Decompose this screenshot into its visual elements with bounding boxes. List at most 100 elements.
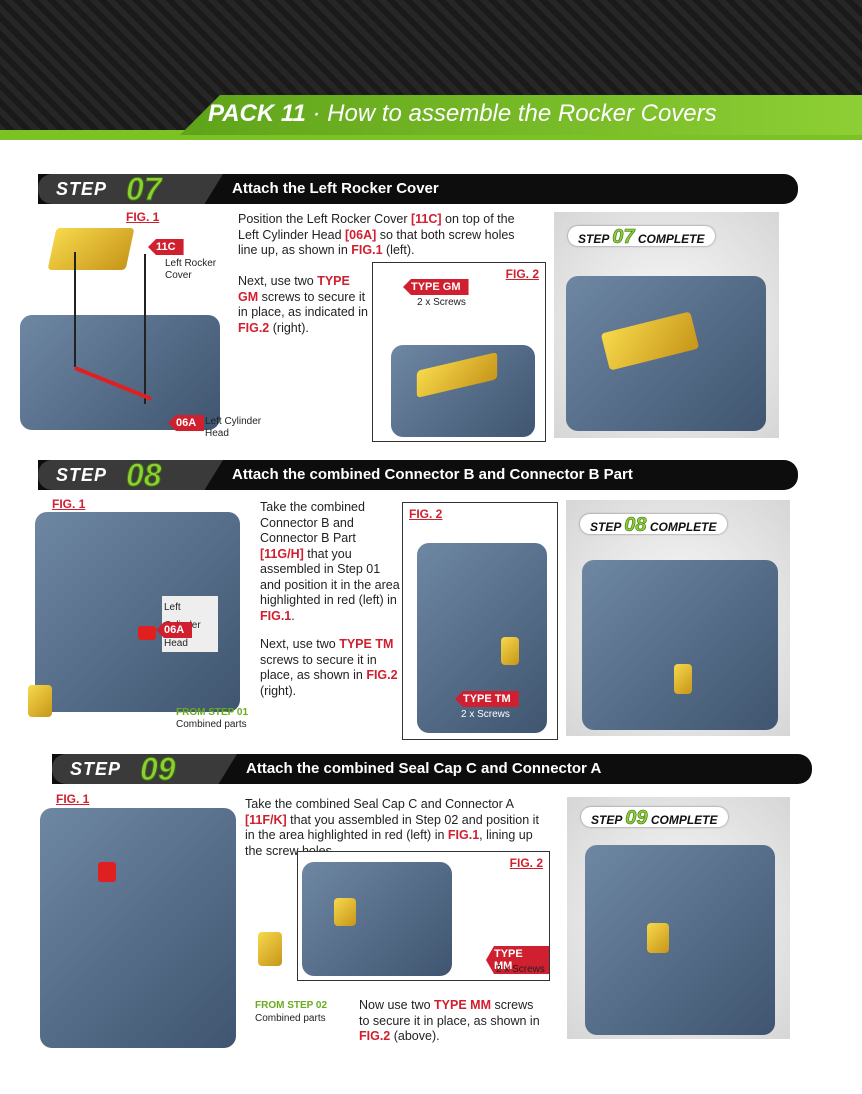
step-08-instructions-2: Next, use two TYPE TM screws to secure i… (260, 637, 400, 699)
text: Now use two (359, 998, 435, 1012)
screw-count: 2 x Screws (461, 709, 510, 720)
guide-line (74, 252, 76, 367)
text: Take the combined Connector B and Connec… (260, 500, 365, 545)
text: Next, use two (260, 637, 340, 651)
ref: FIG.2 (359, 1029, 391, 1043)
text: (above). (390, 1029, 440, 1043)
step-title: Attach the combined Connector B and Conn… (232, 466, 633, 483)
step-number: 07 (126, 171, 163, 208)
fig-2-label: FIG. 2 (509, 856, 543, 870)
step-08-fig2: FIG. 2 TYPE TM 2 x Screws (402, 502, 558, 740)
from-step-text: Combined parts (176, 719, 247, 730)
screw-type-label: TYPE TM (455, 691, 519, 707)
ref: [11G/H] (260, 546, 304, 561)
seal-cap-installed (647, 923, 669, 953)
badge-text: COMPLETE (650, 813, 718, 827)
ref: FIG.1 (260, 608, 292, 623)
step-09-fig2: FIG. 2 TYPE MM 2 x Screws (297, 851, 550, 981)
ref: FIG.2 (238, 320, 270, 335)
step-08-instructions-1: Take the combined Connector B and Connec… (260, 500, 400, 624)
ref: TYPE GM (238, 274, 350, 304)
ref: [11C] (411, 212, 442, 226)
complete-badge: STEP 07 COMPLETE (568, 226, 715, 249)
badge-number: 07 (612, 226, 635, 249)
part-name: Left Rocker Cover (165, 258, 217, 281)
seal-cap-part (258, 932, 282, 966)
badge-word: STEP (591, 813, 622, 827)
step-word: STEP (56, 465, 108, 485)
header-green-band (0, 130, 862, 140)
pack-number: PACK 11 (208, 100, 306, 127)
page-title-text: · How to assemble the Rocker Covers (312, 100, 717, 127)
text: on top of the Left Cylinder Head (238, 212, 515, 242)
step-07-complete-photo: STEP 07 COMPLETE (554, 212, 779, 438)
screw-type-label: TYPE MM (486, 946, 549, 974)
ref: FIG.1 (351, 243, 383, 257)
fig-1-label: FIG. 1 (52, 497, 86, 511)
seal-cap-installed (334, 898, 356, 926)
engine-image (20, 315, 220, 430)
fig-1-label: FIG. 1 (126, 210, 160, 224)
left-rocker-cover-part (47, 228, 135, 270)
step-07-header: STEP 07 Attach the Left Rocker Cover (38, 171, 798, 208)
step-title: Attach the combined Seal Cap C and Conne… (246, 760, 602, 777)
text: that you assembled in Step 01 and positi… (260, 546, 400, 608)
page-title: PACK 11 · How to assemble the Rocker Cov… (208, 100, 717, 128)
step-09-complete-photo: STEP 09 COMPLETE (567, 797, 790, 1039)
connector-b-installed (674, 664, 692, 694)
base-label-06a: 06A (168, 415, 205, 431)
base-label-06a: 06A (156, 622, 193, 638)
step-word: STEP (56, 179, 108, 199)
ref: [11F/K] (245, 812, 287, 827)
complete-badge: STEP 09 COMPLETE (581, 807, 728, 829)
step-plate (38, 174, 223, 204)
step-number: 09 (140, 751, 177, 788)
screw-count: 2 x Screws (496, 964, 545, 975)
screw-count: 2 x Screws (417, 297, 466, 308)
connector-b-installed (501, 637, 519, 665)
text: (right). (260, 683, 297, 698)
ref: FIG.1 (447, 828, 480, 842)
step-09-header: STEP 09 Attach the combined Seal Cap C a… (52, 751, 812, 788)
part-label-11c: 11C (148, 239, 184, 255)
ref: TYPE MM (434, 998, 491, 1012)
text: Take the combined Seal Cap C and Connect… (245, 797, 514, 811)
connector-b-part (28, 685, 52, 717)
text: Next, use two (238, 274, 318, 288)
step-number: 08 (126, 457, 163, 494)
engine-image (585, 845, 775, 1035)
badge-number: 08 (624, 514, 647, 537)
text: screws to secure it in place, as shown i… (359, 998, 540, 1028)
badge-word: STEP (578, 232, 609, 246)
text: (right). (269, 320, 309, 335)
text: so that both screw holes line up, as sho… (238, 227, 515, 258)
from-step-label: FROM STEP 02 (255, 1000, 328, 1011)
step-07-fig1: FIG. 1 11C Left Rocker Cover (20, 210, 220, 440)
step-08-complete-photo: STEP 08 COMPLETE (566, 500, 790, 736)
screw-type-label: TYPE GM (403, 279, 469, 295)
step-title: Attach the Left Rocker Cover (232, 180, 439, 197)
step-09-instructions-2: Now use two TYPE MM screws to secure it … (359, 998, 547, 1045)
step-word: STEP (70, 759, 122, 779)
engine-image (582, 560, 778, 730)
from-step-label: FROM STEP 01 (176, 707, 249, 718)
text: (left). (382, 243, 415, 257)
badge-word: STEP (590, 520, 621, 534)
fig-2-label: FIG. 2 (409, 507, 443, 521)
ref: FIG.2 (366, 668, 398, 682)
highlight-mark (98, 862, 116, 882)
header-title-banner (180, 95, 862, 135)
text: that you assembled in Step 02 and positi… (245, 812, 539, 843)
step-07-instructions-2: Next, use two TYPE GM screws to secure i… (238, 274, 368, 336)
text: screws to secure it in place, as indicat… (238, 289, 368, 320)
from-step-text: Combined parts (255, 1013, 326, 1024)
engine-image (40, 808, 236, 1048)
ref: TYPE TM (339, 637, 394, 651)
guide-line (144, 254, 146, 404)
step-plate (38, 460, 223, 490)
engine-image (302, 862, 452, 976)
step-07-instructions-1: Position the Left Rocker Cover [11C] on … (238, 212, 516, 259)
badge-text: COMPLETE (649, 520, 717, 534)
step-plate (52, 754, 237, 784)
highlight-mark (138, 626, 156, 640)
